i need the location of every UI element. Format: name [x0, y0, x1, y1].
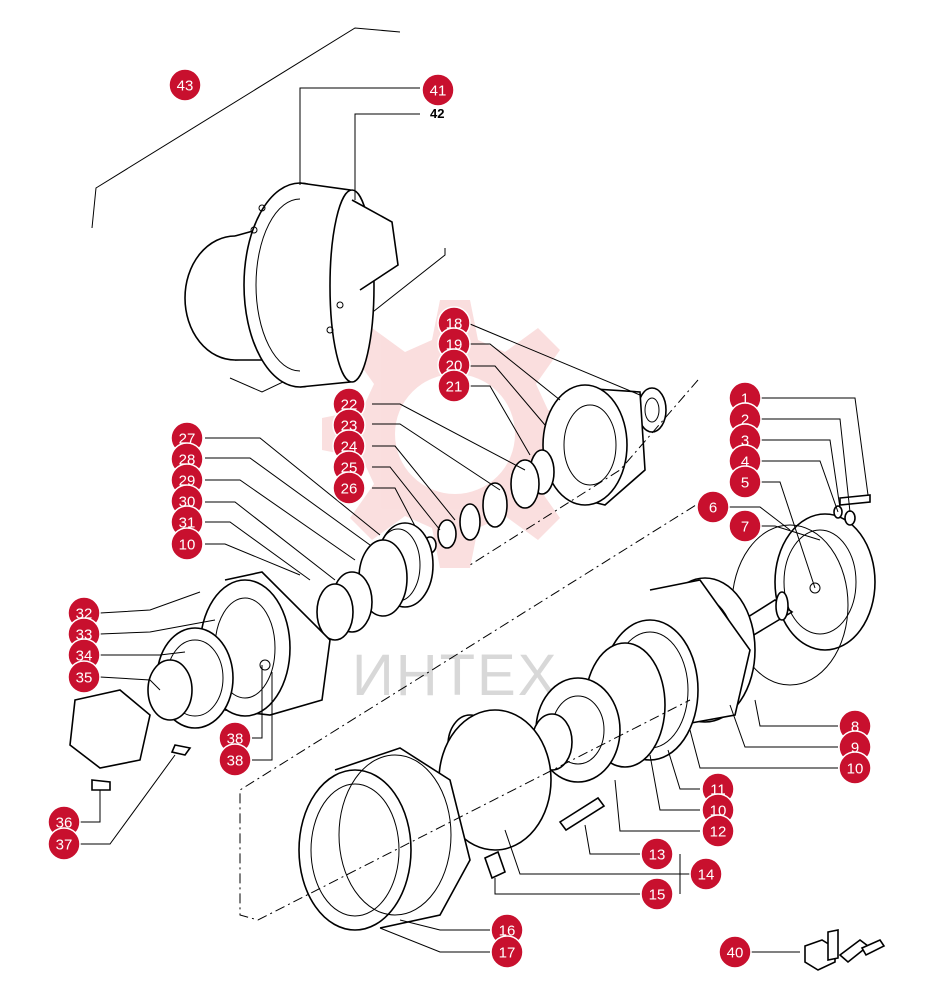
callout-marker [421, 73, 455, 107]
callout-number: 16 [499, 923, 516, 940]
callout-number: 34 [76, 648, 93, 665]
watermark-text: ИНТЕХ [352, 643, 558, 708]
callout-number: 10 [847, 761, 864, 778]
callout-10[interactable]: 10 [170, 527, 204, 561]
callout-number: 10 [179, 537, 196, 554]
callout-marker [218, 743, 252, 777]
callout-marker [689, 857, 723, 891]
callout-number: 15 [649, 887, 666, 904]
callout-marker [640, 837, 674, 871]
kit-icon [748, 929, 886, 971]
callout-number: 21 [446, 379, 463, 396]
callout-number: 3 [741, 433, 749, 450]
callout-6[interactable]: 6 [696, 490, 730, 524]
callout-number: 14 [698, 867, 715, 884]
callout-number: 6 [709, 500, 717, 517]
callout-number: 1 [741, 391, 749, 408]
callout-number: 12 [710, 824, 727, 841]
callout-number: 17 [499, 945, 516, 962]
callout-21[interactable]: 21 [437, 369, 471, 403]
callout-26[interactable]: 26 [332, 471, 366, 505]
callout-marker [170, 527, 204, 561]
callout-number: 40 [727, 945, 744, 962]
callout-number: 35 [76, 670, 93, 687]
callout-15[interactable]: 15 [640, 877, 674, 911]
cover-parts-group [728, 397, 876, 686]
label-42: 42 [430, 106, 444, 121]
callout-number: 37 [56, 837, 73, 854]
callout-marker [728, 509, 762, 543]
callout-10[interactable]: 10 [838, 751, 872, 785]
callout-number: 8 [851, 719, 859, 736]
callout-marker [838, 751, 872, 785]
callout-5[interactable]: 5 [728, 465, 762, 499]
callout-7[interactable]: 7 [728, 509, 762, 543]
callout-35[interactable]: 35 [67, 660, 101, 694]
callout-marker [728, 465, 762, 499]
callout-number: 41 [430, 83, 447, 100]
hub-assembly [372, 323, 667, 554]
planetary-gear-parts-group [298, 577, 838, 953]
callout-number: 38 [227, 731, 244, 748]
callout-marker [696, 490, 730, 524]
callout-37[interactable]: 37 [47, 827, 81, 861]
callout-40[interactable]: 40 [718, 935, 752, 969]
callout-number: 31 [179, 515, 196, 532]
callout-marker [490, 935, 524, 969]
callout-41[interactable]: 41 [421, 73, 455, 107]
callout-marker [437, 369, 471, 403]
callout-38[interactable]: 38 [218, 743, 252, 777]
callout-number: 2 [741, 412, 749, 429]
callout-number: 9 [851, 740, 859, 757]
callout-17[interactable]: 17 [490, 935, 524, 969]
callout-marker [718, 935, 752, 969]
brake-parts-group [69, 437, 434, 845]
callout-marker [701, 814, 735, 848]
callout-marker [47, 827, 81, 861]
callout-marker [332, 471, 366, 505]
callout-number: 36 [56, 815, 73, 832]
callout-marker [640, 877, 674, 911]
callout-43[interactable]: 43 [168, 68, 202, 102]
callout-14[interactable]: 14 [689, 857, 723, 891]
callout-number: 13 [649, 847, 666, 864]
complete-drive-assembly [91, 27, 446, 393]
callout-number: 38 [227, 753, 244, 770]
callout-number: 5 [741, 475, 749, 492]
axis-line-lower [239, 494, 713, 921]
callout-marker [67, 660, 101, 694]
callout-12[interactable]: 12 [701, 814, 735, 848]
callout-number: 4 [741, 454, 749, 471]
callout-marker [168, 68, 202, 102]
callout-13[interactable]: 13 [640, 837, 674, 871]
callout-number: 43 [177, 78, 194, 95]
callout-number: 7 [741, 519, 749, 536]
callout-number: 26 [341, 481, 358, 498]
